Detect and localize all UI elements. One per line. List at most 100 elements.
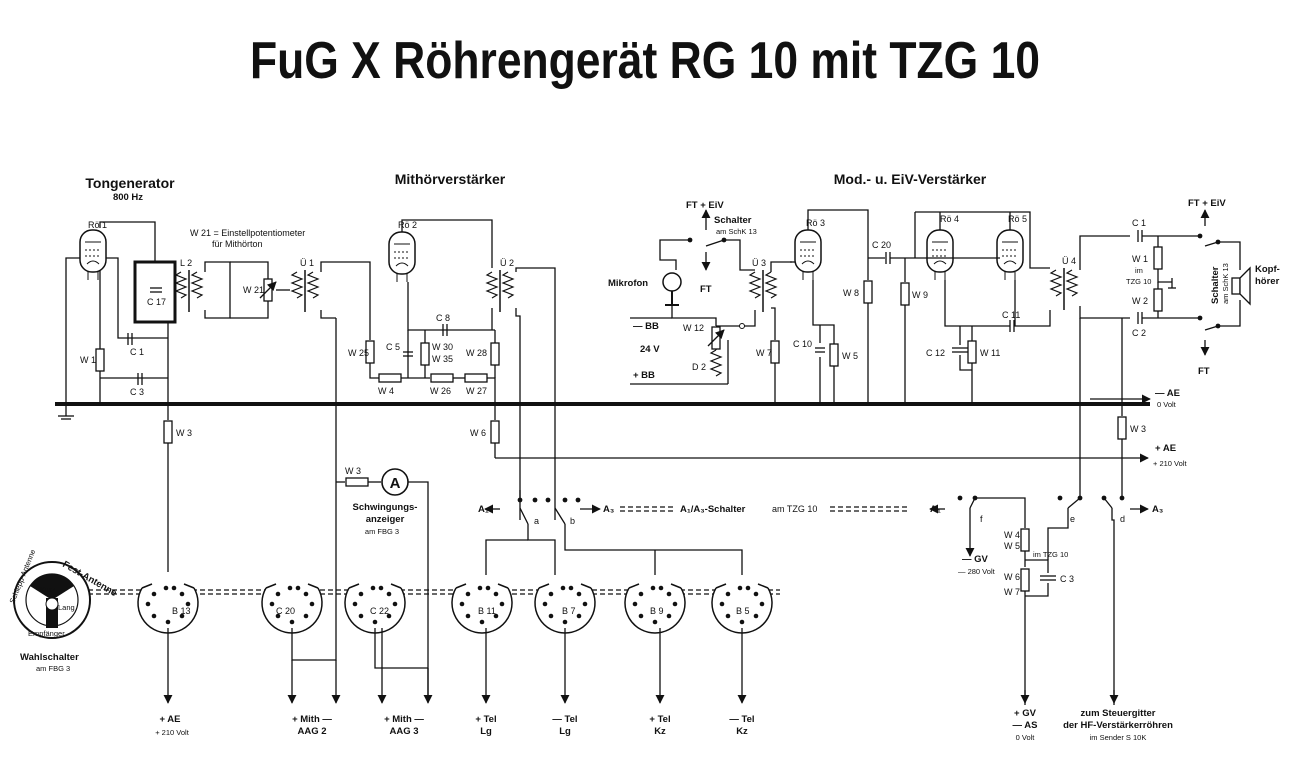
out-mith3-l1: + Mith —: [384, 714, 424, 725]
out-gv-l2: — AS: [1013, 720, 1038, 731]
out-mith3-l2: AAG 3: [389, 726, 418, 737]
ammeter-symbol: A: [390, 475, 401, 492]
w3-meter-label: W 3: [345, 466, 361, 476]
c11-label: C 11: [1002, 310, 1020, 320]
output-labels: + AE + 210 Volt + Mith — AAG 2 + Mith — …: [155, 708, 1173, 742]
tzg-tzg10-label: TZG 10: [1126, 277, 1151, 286]
out-ae-l2: + 210 Volt: [155, 728, 189, 737]
connector-b7-label: B 7: [562, 606, 576, 616]
w11-label: W 11: [980, 348, 1000, 358]
minus-ae-label: — AE: [1155, 388, 1180, 399]
a3-right-label: A₃: [1152, 504, 1163, 515]
kopfhoerer-label1: Kopf-: [1255, 264, 1280, 275]
tube-ro1: [79, 229, 107, 281]
c17-label: C 17: [147, 297, 166, 307]
c10-label: C 10: [793, 339, 812, 349]
tube-ro1-label: Rö 1: [88, 220, 107, 230]
tube-ro5-label: Rö 5: [1008, 214, 1027, 224]
tube-ro4-label: Rö 4: [940, 214, 959, 224]
tzg-w4-label: W 4: [1004, 530, 1020, 540]
ft-right-label: FT: [1198, 366, 1210, 377]
switch-b-label: b: [570, 516, 575, 526]
c1-tg-label: C 1: [130, 347, 144, 357]
out-tel-lg-plus-l2: Lg: [480, 726, 492, 737]
schalter-right-sub: am SchK 13: [1221, 263, 1230, 304]
ft-eiv-right-label: FT + EiV: [1188, 198, 1226, 209]
zero-volt-label: 0 Volt: [1157, 400, 1177, 409]
tzg-w7-label: W 7: [1004, 587, 1020, 597]
meter-label1: Schwingungs-: [353, 502, 418, 513]
out-tel-kz-plus-l2: Kz: [654, 726, 666, 737]
w7-label: W 7: [756, 348, 772, 358]
a1-left-label: A₁: [478, 504, 489, 515]
out-gv-l1: + GV: [1014, 708, 1037, 719]
out-tel-lg-plus-l1: + Tel: [475, 714, 496, 725]
connector-b13-label: B 13: [172, 606, 191, 616]
dial-empfaenger: Empfänger: [28, 629, 65, 638]
dial-lang: Lang: [58, 603, 75, 612]
out-tel-lg-minus-l1: — Tel: [552, 714, 577, 725]
c8-label: C 8: [436, 313, 450, 323]
out-ae-l1: + AE: [159, 714, 180, 725]
gv-volt-label: — 280 Volt: [958, 567, 996, 576]
l2-label: L 2: [180, 258, 192, 268]
out-tel-kz-minus-l2: Kz: [736, 726, 748, 737]
tzg-w2-label: W 2: [1132, 296, 1148, 306]
section-mod-eiv-verstaerker: Mod.- u. EiV-Verstärker: [834, 171, 987, 187]
schalter-right-label: Schalter: [1210, 266, 1221, 304]
u4-label: Ü 4: [1062, 256, 1076, 266]
minus-bb-label: — BB: [633, 321, 659, 332]
d2-label: D 2: [692, 362, 706, 372]
c3-tg-label: C 3: [130, 387, 144, 397]
connector-b5-label: B 5: [736, 606, 750, 616]
w1-tg-label: W 1: [80, 355, 96, 365]
w6-label: W 6: [470, 428, 486, 438]
tzg-w1-label: W 1: [1132, 254, 1148, 264]
a1a3-schalter-label: A₁/A₃-Schalter: [680, 504, 746, 515]
out-mith2-l2: AAG 2: [297, 726, 326, 737]
plus-ae-label: + AE: [1155, 443, 1176, 454]
page-title: FuG X Röhrengerät RG 10 mit TZG 10: [250, 32, 1040, 90]
tzg-c3-label: C 3: [1060, 574, 1074, 584]
mithoerverstaerker-circuit: Rö 2 W 25 W 4 W 26 W 27 C 8 C 5 W 30 W 3…: [335, 219, 556, 560]
im-tzg10-label: im TZG 10: [1033, 550, 1068, 559]
out-steuergitter-l1: zum Steuergitter: [1081, 708, 1156, 719]
a3-left-label: A₃: [603, 504, 614, 515]
tongenerator-frequency: 800 Hz: [113, 192, 143, 203]
a1-a3-switch-bar: a b A₁ A₃ A₁/A₃-Schalter am TZG 10 A₁ f …: [478, 490, 1163, 705]
section-tongenerator: Tongenerator: [85, 175, 175, 191]
w12-label: W 12: [683, 323, 704, 333]
out-tel-kz-plus-l1: + Tel: [649, 714, 670, 725]
w35-label: W 35: [432, 354, 453, 364]
tzg-c2-label: C 2: [1132, 328, 1146, 338]
plus-210-label: + 210 Volt: [1153, 459, 1187, 468]
tzg-w3-label: W 3: [1130, 424, 1146, 434]
tzg-im-label: im: [1135, 266, 1143, 275]
connectors-row: B 13 C 20 C 22 B 11 B 7 B 9 B 5: [80, 583, 780, 634]
out-steuergitter-l3: im Sender S 10K: [1090, 733, 1147, 742]
volt24-label: 24 V: [640, 344, 660, 355]
switch-e-label: e: [1070, 514, 1075, 524]
tube-ro3-label: Rö 3: [806, 218, 825, 228]
w3-tg-label: W 3: [176, 428, 192, 438]
kopfhoerer-icon: [1231, 277, 1241, 295]
meter-label2: anzeiger: [366, 514, 405, 525]
ft-left-label: FT: [700, 284, 712, 295]
out-mith2-l1: + Mith —: [292, 714, 332, 725]
c5-label: C 5: [386, 342, 400, 352]
w21-note-line2: für Mithörton: [212, 239, 263, 249]
connector-c20-label: C 20: [276, 606, 295, 616]
connector-b9-label: B 9: [650, 606, 664, 616]
am-tzg10-label: am TZG 10: [772, 504, 817, 514]
wahlschalter-dial: Schlepp-Antenne Fest-Antenne Kurz Lang E…: [8, 548, 119, 673]
w9-label: W 9: [912, 290, 928, 300]
connector-c22-label: C 22: [370, 606, 389, 616]
c20-mod-label: C 20: [872, 240, 891, 250]
out-gv-l3: 0 Volt: [1016, 733, 1036, 742]
kopfhoerer-circuit: C 1 W 1 im TZG 10 W 2 C 2 FT + EiV FT Sc…: [1117, 198, 1280, 498]
section-mithoerverstaerker: Mithörverstärker: [395, 171, 506, 187]
meter-label3: am FBG 3: [365, 527, 399, 536]
w4-label: W 4: [378, 386, 394, 396]
tzg-w6-label: W 6: [1004, 572, 1020, 582]
w28-label: W 28: [466, 348, 487, 358]
